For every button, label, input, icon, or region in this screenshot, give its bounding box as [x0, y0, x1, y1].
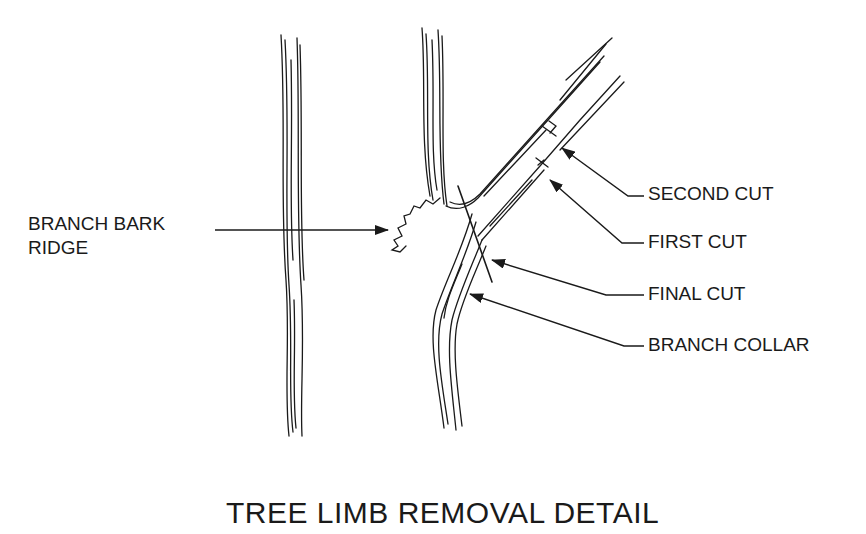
callout-label: BRANCH COLLAR — [646, 333, 812, 357]
callout-label: FIRST CUT — [646, 230, 749, 254]
callout-label: FINAL CUT — [646, 282, 747, 306]
drawing-title: TREE LIMB REMOVAL DETAIL — [226, 496, 659, 530]
callout-label: SECOND CUT — [646, 182, 776, 206]
callout-label: BRANCH BARK RIDGE — [26, 212, 180, 260]
